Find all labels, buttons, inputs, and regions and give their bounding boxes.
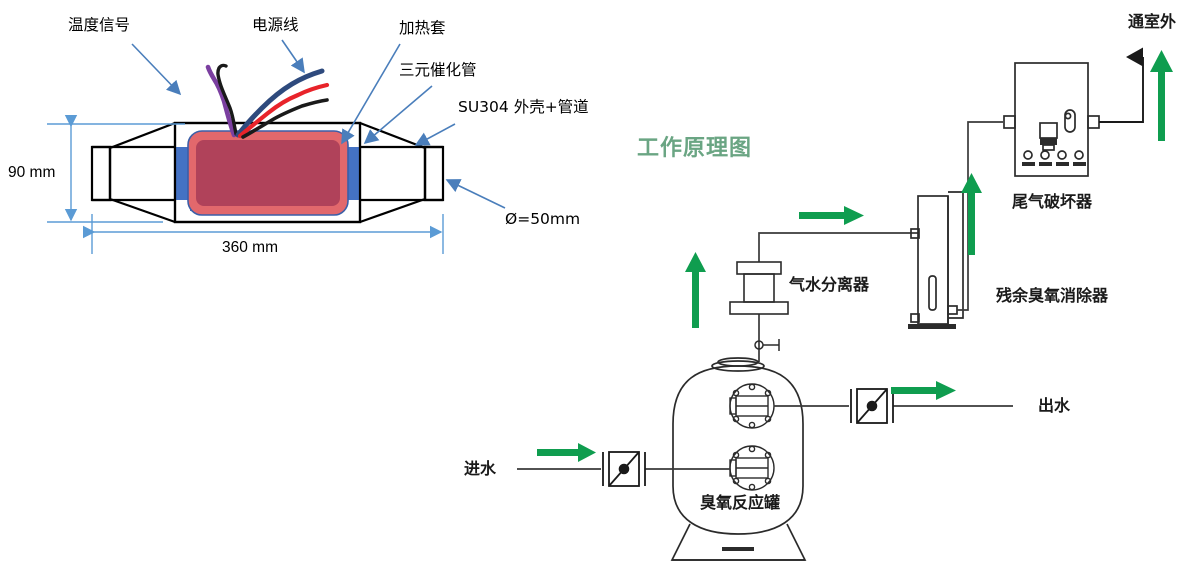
callout-label-temperature-signal: 温度信号	[68, 16, 131, 34]
eliminator-up-arrow	[961, 173, 982, 255]
vent-outdoors-pipe	[1099, 47, 1144, 123]
wire-darkblue	[235, 68, 325, 138]
callout-label-port-diameter: Ø=50mm	[505, 210, 581, 228]
eliminator-inner-column	[948, 191, 964, 319]
page-title: 工作原理图	[637, 136, 753, 161]
separator-top-flange	[736, 261, 782, 275]
flow-arrows-green	[537, 50, 1173, 462]
destructor-display	[1039, 122, 1058, 139]
destructor-indicator-lamp	[1064, 109, 1076, 133]
ozone-reaction-tank-shape	[670, 357, 807, 561]
callout-label-su304-shell: SU304 外壳+管道	[458, 98, 589, 116]
leader-power-cable	[281, 39, 305, 74]
wire-red	[237, 82, 330, 139]
three-way-catalyst-tube-shape	[187, 130, 349, 216]
inlet-flow-arrow	[537, 443, 596, 462]
leader-heating-jacket	[341, 43, 401, 145]
tank-top-flange	[711, 360, 765, 372]
separator-bottom-flange	[729, 301, 789, 315]
tank-nozzle-lower	[729, 445, 775, 491]
part-label-ozone-reaction-tank: 臭氧反应罐	[700, 493, 781, 512]
residual-ozone-eliminator-shape	[908, 191, 964, 329]
part-label-offgas-destructor: 尾气破坏器	[1012, 192, 1093, 211]
tank-nozzle-upper	[729, 383, 775, 429]
tank-support-skirt	[670, 523, 807, 561]
left-callout-leaders	[131, 39, 506, 209]
part-label-water-inlet: 进水	[464, 459, 497, 478]
eliminator-inlet-nozzle	[910, 228, 920, 239]
part-label-gas-water-separator: 气水分离器	[789, 275, 870, 294]
wire-purple	[205, 64, 237, 138]
eliminator-outer-column	[917, 195, 949, 325]
separator-gas-up-arrow	[685, 252, 706, 328]
gas-water-separator-shape	[729, 240, 789, 362]
right-flow-group	[517, 47, 1173, 561]
destructor-inlet-nozzle	[1003, 115, 1016, 129]
left-assembly-group	[47, 39, 506, 254]
wire-black-right	[241, 98, 329, 139]
leader-temperature-signal	[131, 43, 182, 96]
leader-catalyst-tube	[363, 85, 433, 145]
eliminator-to-destructor-pipe	[957, 121, 1003, 311]
left-dimension-lines	[47, 114, 444, 254]
eliminator-foot-nozzle	[910, 313, 920, 323]
inlet-valve	[602, 451, 646, 487]
eliminator-outlet-nozzle	[947, 305, 958, 315]
part-label-vent-outdoors: 通室外	[1128, 12, 1177, 31]
callout-label-catalyst-tube: 三元催化管	[399, 61, 477, 79]
separator-to-eliminator-pipe	[758, 232, 919, 240]
callout-label-heating-jacket: 加热套	[399, 19, 446, 37]
dimension-label-length: 360 mm	[222, 239, 278, 256]
separator-drain-valve	[754, 339, 780, 351]
separator-body	[743, 273, 775, 303]
destructor-outlet-nozzle	[1087, 115, 1100, 129]
part-label-water-outlet: 出水	[1038, 396, 1071, 415]
vent-up-arrow	[1150, 50, 1173, 141]
leader-diameter	[445, 179, 506, 209]
eliminator-sight-glass	[928, 275, 937, 311]
separator-to-eliminator-arrow	[799, 206, 864, 225]
leader-su304	[414, 123, 456, 146]
outlet-flow-arrow	[891, 381, 956, 400]
wire-bundle	[205, 63, 330, 139]
outlet-valve	[850, 388, 894, 424]
offgas-destructor-shape	[1003, 62, 1100, 177]
callout-label-power-cable: 电源线	[252, 16, 299, 34]
dimension-label-height: 90 mm	[8, 164, 56, 181]
wire-black-left	[216, 63, 238, 136]
part-label-residual-ozone-eliminator: 残余臭氧消除器	[996, 286, 1109, 305]
